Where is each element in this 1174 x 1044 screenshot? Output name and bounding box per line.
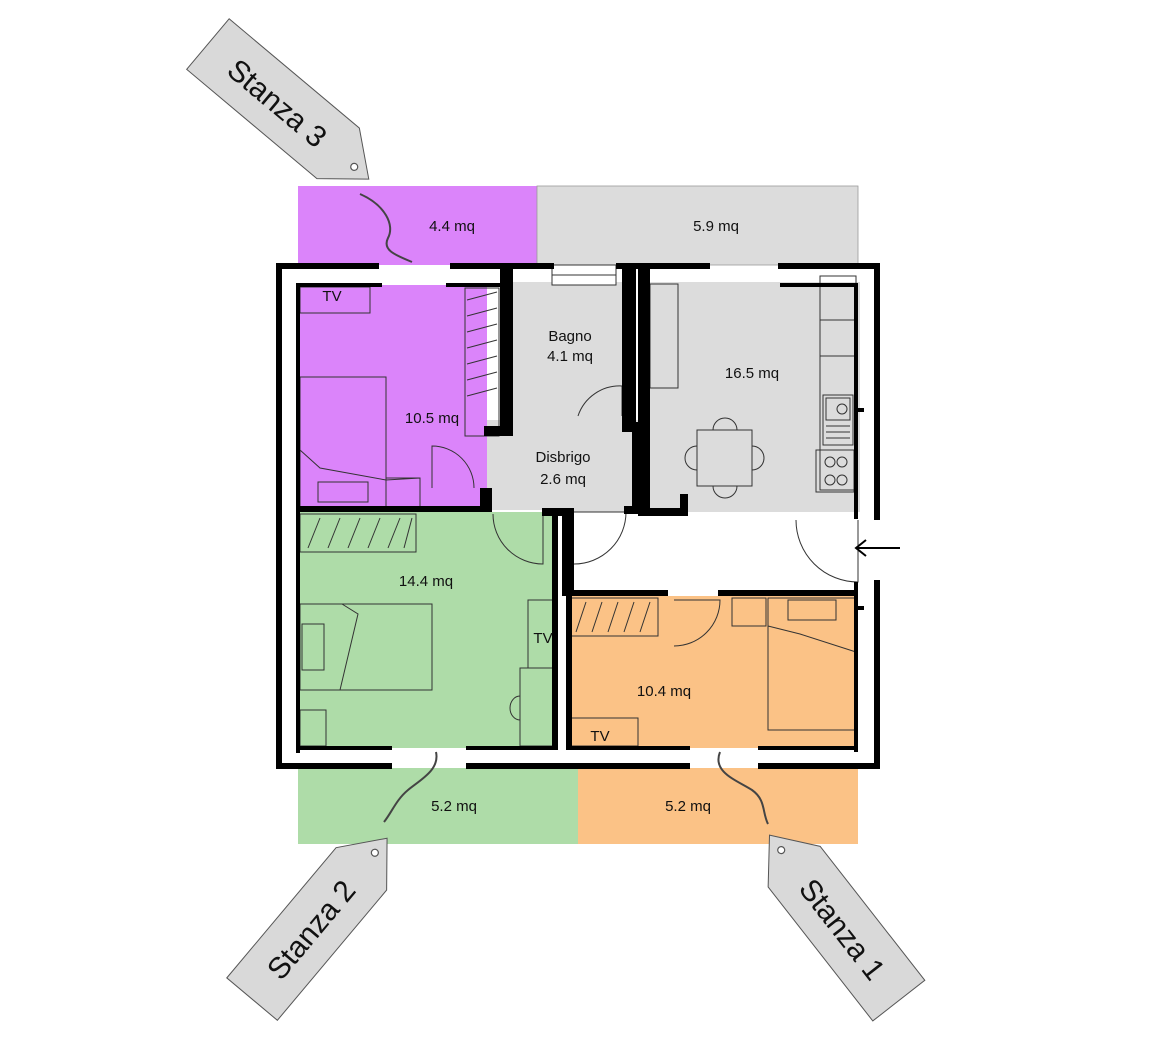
- chair-left: [684, 445, 698, 471]
- tag-icon: [767, 834, 926, 1022]
- table-icon: [696, 429, 753, 487]
- area-labels: 4.4 mq 5.9 mq TV 10.5 mq Bagno 4.1 mq 16…: [322, 218, 779, 815]
- bagno-area: 4.1 mq: [547, 348, 593, 365]
- soggiorno-balcony-zone: [536, 185, 859, 266]
- stanza3-tv-label: TV: [322, 288, 341, 305]
- stanza1-nightstand: [731, 597, 767, 627]
- disbrigo-area: 2.6 mq: [540, 471, 586, 488]
- stanza2-area: 14.4 mq: [399, 573, 453, 590]
- stanza3-area: 10.5 mq: [405, 410, 459, 427]
- chair-bottom: [712, 485, 738, 499]
- furniture: [299, 264, 857, 747]
- door-entrance[interactable]: [795, 519, 859, 583]
- soggiorno-balcony-area: 5.9 mq: [693, 218, 739, 235]
- stanza1-tv-label: TV: [590, 728, 609, 745]
- tag-stanza1: Stanza 1: [717, 751, 926, 1022]
- stanza3-zone: [298, 285, 487, 509]
- stanza2-balcony-area: 5.2 mq: [431, 798, 477, 815]
- door-stanza1[interactable]: [673, 599, 721, 647]
- stanza2-pillow: [301, 623, 325, 671]
- stanza1-balcony-zone: [578, 768, 858, 844]
- stanza1-area: 10.4 mq: [637, 683, 691, 700]
- door-stanza3[interactable]: [431, 445, 475, 489]
- room-fills: [298, 185, 860, 844]
- door-bagno[interactable]: [577, 385, 623, 417]
- door-stanza2[interactable]: [492, 513, 544, 565]
- stanza3-pillow: [317, 481, 369, 503]
- stanza2-tv-label: TV: [533, 630, 552, 647]
- tag-icon: [226, 837, 388, 1022]
- entrance-arrow-icon: [854, 539, 900, 557]
- door-disbrigo[interactable]: [573, 511, 627, 565]
- stanza3-balcony-area: 4.4 mq: [429, 218, 475, 235]
- disbrigo-name: Disbrigo: [535, 449, 590, 466]
- stanza2-bed-fold: [339, 603, 359, 691]
- tag-icon: [185, 18, 370, 180]
- chair-top: [712, 417, 738, 431]
- bagno-name: Bagno: [548, 328, 591, 345]
- stanza1-pillow: [787, 599, 837, 621]
- doors: [431, 385, 859, 647]
- bagno-zone: [510, 282, 622, 422]
- disbrigo-zone: [487, 282, 860, 596]
- stanza2-balcony-zone: [298, 768, 578, 844]
- wardrobe-hangers: [466, 291, 498, 397]
- wardrobe-icon: [464, 287, 500, 437]
- walls: [276, 263, 880, 769]
- stanza2-zone: [298, 512, 556, 748]
- stanza1-bed-fold: [767, 625, 857, 653]
- sink-icon: [822, 394, 854, 446]
- chair-right: [751, 445, 765, 471]
- stanza1-zone: [568, 596, 858, 748]
- soggiorno-area: 16.5 mq: [725, 365, 779, 382]
- stanza1-balcony-area: 5.2 mq: [665, 798, 711, 815]
- stanza3-balcony-zone: [298, 186, 537, 265]
